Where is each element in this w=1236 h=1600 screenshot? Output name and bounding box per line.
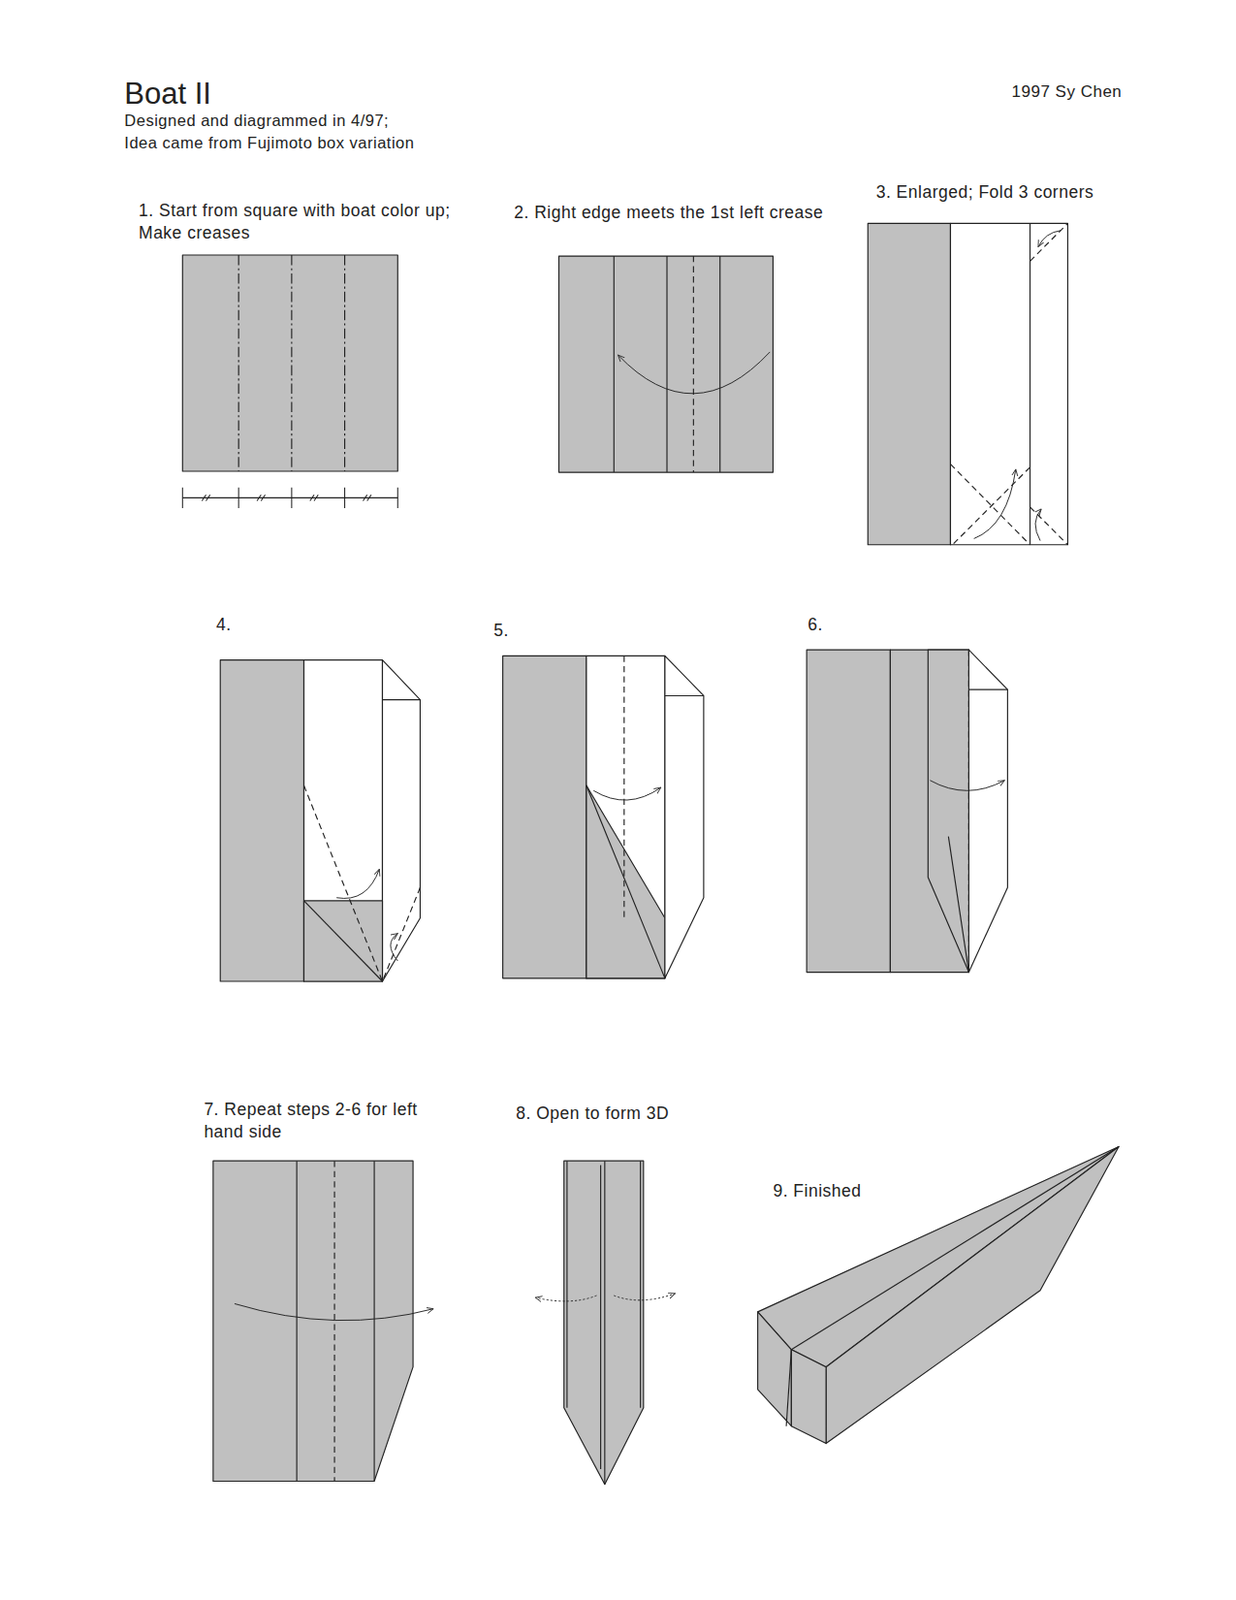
step6-folded [806, 649, 1008, 972]
step4-folded-stroke [303, 900, 382, 982]
step1-square-stroke-stroke [290, 254, 292, 472]
finished-boat-stroke [758, 1311, 793, 1427]
step6-folded-stroke [948, 836, 969, 973]
step6-folded-stroke [968, 649, 1008, 972]
step6-folded-stroke [929, 780, 1005, 792]
step8-folded-stroke [566, 1160, 568, 1408]
dimension-bracket [182, 487, 398, 508]
step7-folded-stroke [234, 1302, 434, 1320]
step2-square-stroke [719, 255, 721, 473]
dimension-bracket-stroke [344, 487, 346, 508]
step5-folded-stroke [623, 655, 625, 918]
step-label: 7. Repeat steps 2-6 for left hand side [203, 1098, 461, 1143]
step1-square [182, 254, 398, 472]
step4-folded-stroke [303, 900, 382, 982]
step5-folded-stroke [586, 655, 666, 978]
step-label: 2. Right edge meets the 1st left crease [513, 201, 824, 224]
step6-folded-stroke [968, 689, 1008, 691]
step4-folded-stroke-stroke [382, 887, 421, 982]
step-label: 3. Enlarged; Fold 3 corners [876, 181, 1095, 204]
step5-folded [503, 655, 704, 978]
step3-folded [867, 222, 1068, 544]
caption-note: Designed and diagrammed in 4/97; [124, 110, 389, 131]
step3-folded-stroke [867, 222, 951, 544]
step5-folded-stroke [665, 695, 704, 697]
step3-folded-stroke [950, 222, 1068, 544]
step3-folded-stroke-stroke [952, 467, 1031, 545]
step3-folded-stroke [1035, 508, 1042, 541]
step5-folded-stroke [593, 787, 661, 800]
dimension-bracket-stroke [290, 487, 292, 508]
step4-folded-stroke [220, 660, 304, 982]
step8-folded-stroke [564, 1160, 644, 1484]
author-credit: 1997 Sy Chen [1012, 81, 1123, 103]
finished-boat-stroke [825, 1145, 1119, 1443]
step3-folded-stroke-stroke [1030, 507, 1069, 545]
dimension-bracket-stroke [182, 487, 184, 508]
step5-folded-stroke [586, 785, 666, 979]
finished-boat [758, 1145, 1119, 1443]
step7-folded [213, 1160, 434, 1481]
step2-square-stroke [693, 255, 695, 473]
finished-boat-stroke [791, 1145, 1119, 1349]
step-label: 6. [807, 613, 824, 636]
step5-folded-stroke [665, 655, 704, 978]
step2-square [558, 255, 773, 473]
step5-folded-stroke [503, 655, 587, 978]
step-label: 8. Open to form 3D [515, 1102, 669, 1125]
step8-folded-stroke [603, 1160, 605, 1484]
step4-folded-stroke [303, 785, 420, 982]
step2-square-stroke [558, 255, 773, 473]
step4-folded-stroke-stroke [303, 785, 382, 982]
step8-folded-stroke [639, 1160, 641, 1408]
step3-folded-stroke [1029, 222, 1031, 544]
step3-folded-stroke-stroke [1030, 222, 1069, 261]
step8-folded-stroke [613, 1293, 675, 1300]
step4-folded-stroke [382, 660, 421, 982]
step1-square-stroke-stroke [238, 254, 240, 472]
step2-square-stroke [665, 255, 667, 473]
step2-square-stroke [613, 255, 615, 473]
step3-folded-stroke [950, 222, 1068, 544]
step3-folded-stroke [1038, 230, 1061, 248]
step8-folded [535, 1160, 675, 1484]
step2-square-stroke [618, 351, 771, 394]
step4-folded-stroke [382, 698, 421, 700]
step3-folded-stroke-stroke [950, 464, 1030, 545]
step3-folded-stroke [974, 469, 1016, 539]
step6-folded-stroke [927, 649, 969, 972]
step1-square-stroke [238, 254, 345, 472]
step6-folded-stroke [968, 649, 970, 972]
step6-folded-stroke [806, 649, 890, 972]
step5-folded-stroke [586, 785, 666, 979]
dimension-bracket-stroke [397, 487, 399, 508]
step1-square-stroke [182, 254, 398, 472]
step-label: 4. [216, 613, 232, 636]
step8-folded-stroke [535, 1295, 597, 1301]
step-label: 5. [493, 619, 509, 642]
caption-note: Idea came from Fujimoto box variation [124, 132, 414, 154]
finished-boat-stroke [786, 1349, 792, 1427]
step4-folded-stroke [303, 660, 382, 982]
step1-square-stroke-stroke [344, 254, 346, 472]
step7-folded-stroke [374, 1160, 376, 1481]
diagram-title: Boat II [124, 74, 212, 114]
dimension-bracket-stroke [238, 487, 240, 508]
step7-folded-stroke [333, 1160, 335, 1481]
step4-folded-stroke [390, 933, 398, 961]
step-label: 9. Finished [772, 1179, 861, 1203]
step7-folded-stroke [213, 1160, 413, 1481]
step-label: 1. Start from square with boat color up;… [138, 199, 464, 245]
step7-folded-stroke [296, 1160, 298, 1481]
step4-folded-stroke [336, 868, 380, 898]
step4-folded [220, 660, 420, 982]
step8-folded-stroke [600, 1164, 602, 1468]
dimension-bracket-stroke [201, 494, 372, 501]
finished-boat-stroke [791, 1349, 826, 1444]
step6-folded-stroke [889, 649, 969, 972]
